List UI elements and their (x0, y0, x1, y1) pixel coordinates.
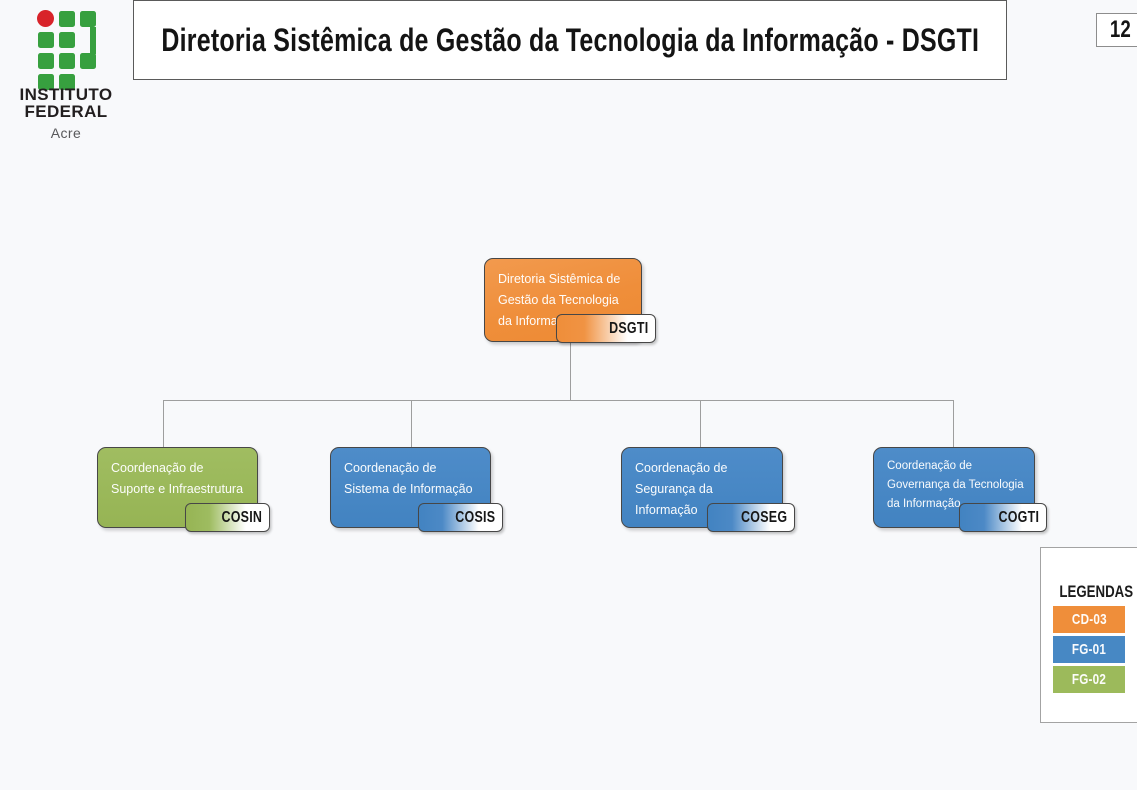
org-node-label-line: Gestão da Tecnologia (498, 293, 619, 307)
page-number-box: 12 (1096, 13, 1137, 47)
legend-chip-label: CD-03 (1071, 611, 1107, 628)
org-node-acronym-tag-cosin: COSIN (185, 503, 270, 532)
org-node-label-line: da Informação (887, 498, 961, 510)
org-node-label-line: Segurança da Informação (635, 482, 713, 517)
logo-square-icon (59, 74, 75, 90)
org-node-label-line: Coordenação de (635, 461, 728, 475)
org-node-label-line: Coordenação de (887, 460, 973, 472)
instituto-federal-logo (37, 10, 96, 90)
logo-square-icon (59, 32, 75, 48)
org-node-acronym-tag-dsgti: DSGTI (556, 314, 656, 343)
logo-text-campus: Acre (50, 125, 82, 141)
legend-chip-label: FG-02 (1071, 671, 1107, 688)
legend-chip-label: FG-01 (1071, 641, 1107, 658)
connector-riser (570, 342, 572, 400)
connector-drop-cosis (411, 400, 413, 447)
org-node-label-line: Coordenação de (344, 461, 437, 475)
connector-drop-coseg (700, 400, 702, 447)
logo-square-icon (38, 32, 54, 48)
org-node-acronym: COSIN (221, 508, 262, 526)
legend-title-wrap: LEGENDAS (1049, 582, 1133, 602)
logo-square-icon (59, 53, 75, 69)
org-node-label-line: Coordenação de (111, 461, 204, 475)
connector-drop-cosin (163, 400, 165, 447)
org-node-label-line: Suporte e Infraestrutura (111, 482, 244, 496)
page-title-box: Diretoria Sistêmica de Gestão da Tecnolo… (133, 0, 1007, 80)
org-node-label-line: Governança da Tecnologia (887, 479, 1024, 491)
org-node-label-line: Diretoria Sistêmica de (498, 272, 621, 286)
org-node-acronym: COGTI (998, 508, 1039, 526)
legend-chip-fg01: FG-01 (1053, 636, 1125, 663)
page-title: Diretoria Sistêmica de Gestão da Tecnolo… (161, 21, 979, 58)
org-node-acronym-tag-cosis: COSIS (418, 503, 503, 532)
org-node-acronym: COSIS (454, 508, 495, 526)
logo-square-icon (80, 53, 96, 69)
connector-horizontal (163, 400, 954, 402)
logo-text-instituto: INSTITUTO (19, 85, 113, 104)
logo-red-dot-icon (37, 10, 54, 27)
org-node-acronym: DSGTI (608, 319, 648, 337)
logo-square-icon (38, 74, 54, 90)
legend-title: LEGENDAS (1059, 582, 1134, 601)
logo-connector-icon (90, 27, 96, 54)
org-node-acronym-tag-cogti: COGTI (959, 503, 1047, 532)
legend-chip-cd03: CD-03 (1053, 606, 1125, 633)
page-number: 12 (1110, 16, 1131, 43)
logo-wordmark: INSTITUTO FEDERAL Acre (0, 86, 132, 142)
org-node-acronym: COSEG (740, 508, 787, 526)
logo-square-icon (38, 53, 54, 69)
logo-square-icon (80, 11, 96, 27)
legend-chip-fg02: FG-02 (1053, 666, 1125, 693)
logo-text-federal: FEDERAL (24, 102, 108, 121)
org-node-acronym-tag-coseg: COSEG (707, 503, 795, 532)
org-node-label-line: Sistema de Informação (344, 482, 473, 496)
logo-square-icon (59, 11, 75, 27)
connector-drop-cogti (953, 400, 955, 447)
legend-box (1040, 547, 1137, 723)
